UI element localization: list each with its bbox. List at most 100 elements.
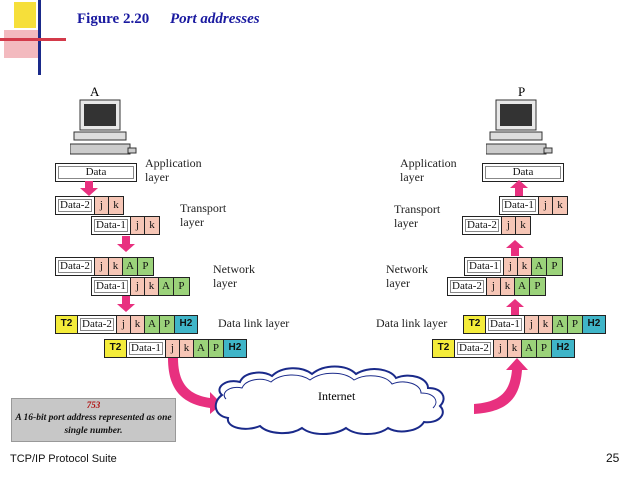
figure-title: Port addresses xyxy=(170,11,260,27)
header-a: A xyxy=(521,340,537,357)
right-application-label: Application layer xyxy=(400,156,457,184)
arrow-up-icon xyxy=(510,180,528,196)
left-application-label: Application layer xyxy=(145,156,202,184)
left-transport-pkt-1: Data-2 j k xyxy=(55,196,124,215)
data-cell: Data-1 xyxy=(486,316,525,333)
left-transport-label: Transport layer xyxy=(180,201,227,229)
data-cell: Data-1 xyxy=(92,217,131,234)
data-cell: Data-1 xyxy=(92,278,131,295)
header-k: k xyxy=(552,197,567,214)
header-j: j xyxy=(493,340,508,357)
header-a: A xyxy=(158,278,174,295)
right-app-data: Data xyxy=(482,163,564,182)
right-network-pkt-2: Data-2 j k A P xyxy=(447,277,546,296)
figure-number: Figure 2.20 xyxy=(77,11,150,27)
data-cell: Data-2 xyxy=(56,197,95,214)
right-datalink-pkt-1: T2 Data-1 j k A P H2 xyxy=(463,315,606,334)
data-cell: Data xyxy=(483,164,563,181)
right-network-pkt-1: Data-1 j k A P xyxy=(464,257,563,276)
left-app-data: Data xyxy=(55,163,137,182)
data-cell: Data-2 xyxy=(78,316,117,333)
header-k: k xyxy=(515,217,530,234)
left-network-pkt-1: Data-2 j k A P xyxy=(55,257,154,276)
header-p: P xyxy=(529,278,545,295)
host-a-label: A xyxy=(90,84,100,99)
right-network-label: Network layer xyxy=(386,262,428,290)
header-p: P xyxy=(173,278,189,295)
port-note-text: A 16-bit port address represented as one… xyxy=(15,413,172,436)
header-j: j xyxy=(94,258,109,275)
header-a: A xyxy=(552,316,568,333)
header-h2: H2 xyxy=(223,340,246,357)
trailer-t2: T2 xyxy=(464,316,486,333)
header-j: j xyxy=(538,197,553,214)
port-number: 753 xyxy=(86,400,101,410)
header-j: j xyxy=(486,278,501,295)
header-j: j xyxy=(165,340,180,357)
curved-arrow-icon xyxy=(168,358,222,414)
header-h2: H2 xyxy=(582,316,605,333)
computer-a-icon xyxy=(70,99,137,155)
data-cell: Data xyxy=(56,164,136,181)
header-k: k xyxy=(108,258,123,275)
header-a: A xyxy=(144,316,160,333)
right-transport-label: Transport layer xyxy=(394,202,441,230)
page-number: 25 xyxy=(606,451,620,465)
header-k: k xyxy=(144,217,159,234)
header-a: A xyxy=(514,278,530,295)
header-h2: H2 xyxy=(174,316,197,333)
data-cell: Data-2 xyxy=(463,217,502,234)
header-k: k xyxy=(144,278,159,295)
left-network-label: Network layer xyxy=(213,262,255,290)
header-k: k xyxy=(507,340,522,357)
header-j: j xyxy=(94,197,109,214)
header-p: P xyxy=(137,258,153,275)
left-transport-pkt-2: Data-1 j k xyxy=(91,216,160,235)
header-k: k xyxy=(538,316,553,333)
trailer-t2: T2 xyxy=(433,340,455,357)
header-a: A xyxy=(193,340,209,357)
header-j: j xyxy=(501,217,516,234)
header-j: j xyxy=(503,258,518,275)
header-a: A xyxy=(122,258,138,275)
curved-arrow-icon xyxy=(474,358,528,414)
trailer-t2: T2 xyxy=(105,340,127,357)
port-number-note: 753 A 16-bit port address represented as… xyxy=(11,398,176,442)
arrow-down-icon xyxy=(117,236,135,252)
data-cell: Data-2 xyxy=(448,278,487,295)
right-datalink-pkt-2: T2 Data-2 j k A P H2 xyxy=(432,339,575,358)
data-cell: Data-1 xyxy=(127,340,166,357)
data-cell: Data-2 xyxy=(455,340,494,357)
arrow-down-icon xyxy=(80,181,98,196)
header-a: A xyxy=(531,258,547,275)
internet-cloud-icon xyxy=(214,365,445,435)
header-j: j xyxy=(130,217,145,234)
header-j: j xyxy=(524,316,539,333)
data-cell: Data-1 xyxy=(465,258,504,275)
left-datalink-pkt-2: T2 Data-1 j k A P H2 xyxy=(104,339,247,358)
arrow-up-icon xyxy=(506,299,524,315)
header-k: k xyxy=(130,316,145,333)
header-k: k xyxy=(179,340,194,357)
right-datalink-label: Data link layer xyxy=(376,316,448,330)
corner-decoration xyxy=(0,0,70,75)
internet-label: Internet xyxy=(318,389,356,403)
header-j: j xyxy=(116,316,131,333)
arrow-up-icon xyxy=(506,240,524,256)
left-network-pkt-2: Data-1 j k A P xyxy=(91,277,190,296)
trailer-t2: T2 xyxy=(56,316,78,333)
footer-suite: TCP/IP Protocol Suite xyxy=(10,453,117,465)
left-datalink-label: Data link layer xyxy=(218,316,290,330)
header-p: P xyxy=(567,316,583,333)
left-datalink-pkt-1: T2 Data-2 j k A P H2 xyxy=(55,315,198,334)
data-cell: Data-1 xyxy=(500,197,539,214)
right-transport-pkt-2: Data-2 j k xyxy=(462,216,531,235)
right-transport-pkt-1: Data-1 j k xyxy=(499,196,568,215)
header-k: k xyxy=(517,258,532,275)
header-p: P xyxy=(159,316,175,333)
host-p-label: P xyxy=(518,84,526,99)
header-p: P xyxy=(536,340,552,357)
computer-p-icon xyxy=(486,99,553,155)
header-p: P xyxy=(546,258,562,275)
